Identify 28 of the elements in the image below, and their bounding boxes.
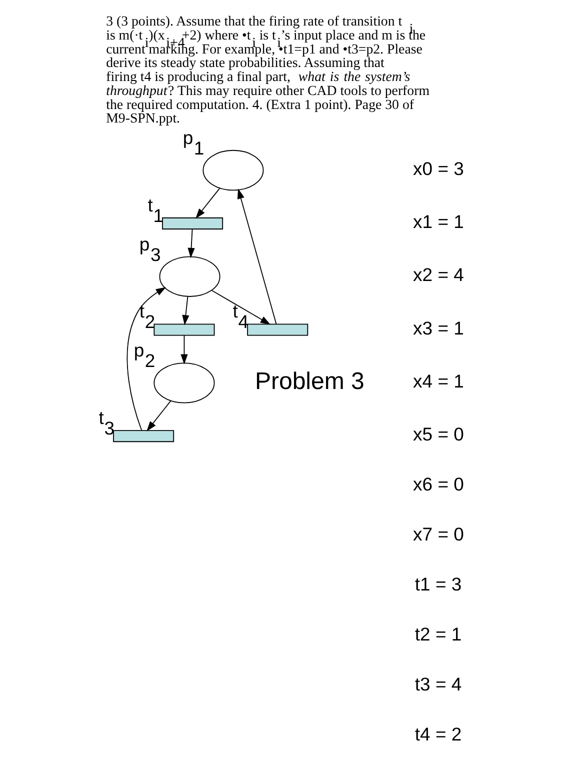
- node-box: [153, 324, 214, 336]
- arrow: [210, 290, 270, 325]
- label: Problem 3: [254, 368, 364, 395]
- label: x3 = 1: [412, 317, 464, 338]
- label: x1 = 1: [412, 211, 464, 232]
- arrow: [126, 287, 166, 431]
- arrow: [180, 334, 188, 364]
- node-ellipse: [153, 362, 214, 404]
- label: t4 = 2: [414, 723, 462, 744]
- node-ellipse: [158, 256, 220, 297]
- node-box: [246, 324, 308, 336]
- label: x0 = 3: [412, 158, 464, 179]
- label: t1 = 3: [414, 573, 462, 594]
- node-ellipse: [202, 150, 264, 191]
- node-box: [162, 217, 223, 230]
- label: x7 = 0: [412, 524, 464, 545]
- label: t2 = 1: [414, 623, 462, 644]
- arrow: [182, 296, 189, 326]
- node-box: [112, 430, 174, 442]
- label: x6 = 0: [412, 474, 464, 495]
- arrow: [146, 400, 171, 432]
- label: x5 = 0: [412, 424, 464, 445]
- arrow: [195, 188, 220, 219]
- label: t3 = 4: [414, 673, 462, 694]
- label: x2 = 4: [412, 264, 464, 286]
- arrow: [236, 188, 276, 325]
- label: x4 = 1: [412, 370, 464, 392]
- arrow: [187, 228, 194, 258]
